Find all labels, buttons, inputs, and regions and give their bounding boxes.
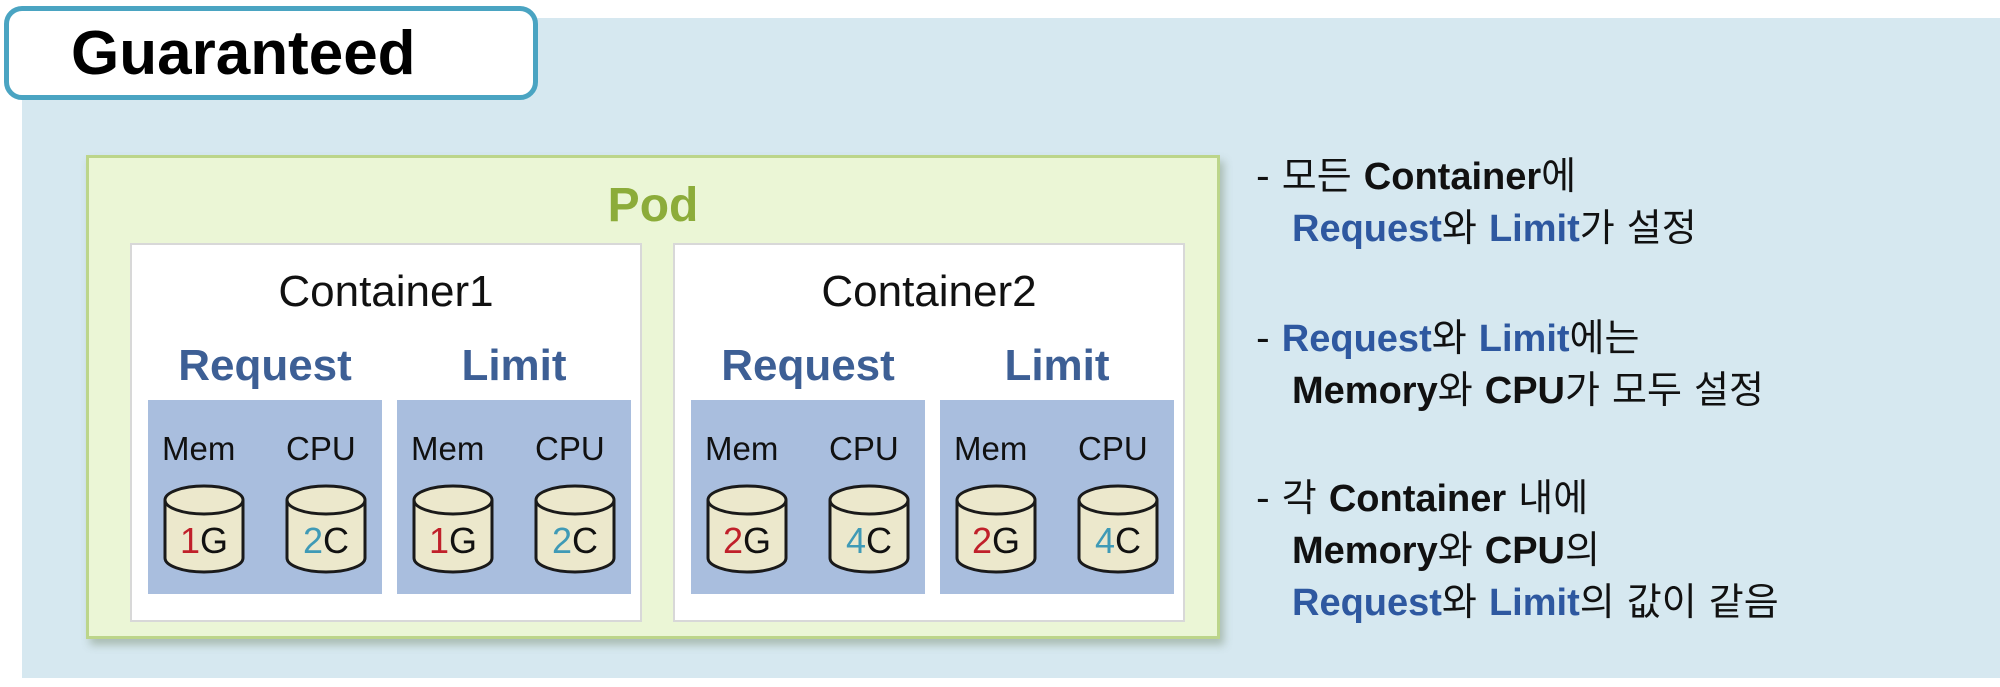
container-name: Container2 xyxy=(821,267,1037,316)
mem-value: 1 xyxy=(428,520,449,561)
mem-label: Mem xyxy=(954,430,1028,467)
cpu-value: 4 xyxy=(1094,520,1116,561)
cpu-value: 2 xyxy=(302,520,324,561)
note-text: 와 xyxy=(1441,206,1489,250)
request-label: Request xyxy=(721,341,895,390)
note-text: 의 값이 같음 xyxy=(1579,580,1779,624)
note-text: 가 설정 xyxy=(1579,206,1697,250)
note-term: CPU xyxy=(1484,530,1565,572)
request-resources: Mem CPU 2G 4C xyxy=(691,400,925,594)
cpu-cylinder-icon: 2C xyxy=(284,483,368,575)
limit-label: Limit xyxy=(461,341,567,390)
note-item: - 각 Container 내에 Memory와 CPU의 Request와 L… xyxy=(1256,472,1779,628)
note-term: Memory xyxy=(1292,370,1438,412)
note-text: 각 xyxy=(1281,476,1329,520)
cpu-label: CPU xyxy=(1078,430,1148,467)
container-box-1: Container1 Request Limit Mem CPU 1G 2C M… xyxy=(130,243,642,622)
note-term: Container xyxy=(1363,156,1542,198)
limit-resources: Mem CPU 2G 4C xyxy=(940,400,1174,594)
mem-value: 1 xyxy=(179,520,200,561)
note-item: - 모든 Container에 Request와 Limit가 설정 xyxy=(1256,150,1697,254)
cpu-label: CPU xyxy=(535,430,605,467)
mem-unit: G xyxy=(743,520,772,561)
cpu-cylinder-icon: 2C xyxy=(533,483,617,575)
memory-cylinder-icon: 1G xyxy=(162,483,246,575)
mem-label: Mem xyxy=(705,430,779,467)
note-term: Memory xyxy=(1292,530,1438,572)
request-resources: Mem CPU 1G 2C xyxy=(148,400,382,594)
mem-unit: G xyxy=(449,520,478,561)
container-box-2: Container2 Request Limit Mem CPU 2G 4C M… xyxy=(673,243,1185,622)
note-term: Request xyxy=(1292,582,1442,624)
note-text: 에 xyxy=(1541,154,1577,198)
cpu-value: 4 xyxy=(845,520,867,561)
note-text: 모든 xyxy=(1281,154,1364,198)
note-text: 와 xyxy=(1441,580,1489,624)
pod-label: Pod xyxy=(607,179,699,232)
note-term: Request xyxy=(1281,318,1432,360)
mem-unit: G xyxy=(992,520,1021,561)
mem-unit: G xyxy=(200,520,229,561)
cpu-unit: C xyxy=(866,520,893,561)
note-term: Request xyxy=(1292,208,1442,250)
cpu-unit: C xyxy=(1115,520,1142,561)
request-label: Request xyxy=(178,341,352,390)
note-text: 에는 xyxy=(1569,316,1640,360)
container-name: Container1 xyxy=(278,267,494,316)
memory-cylinder-icon: 1G xyxy=(411,483,495,575)
note-term: Container xyxy=(1328,478,1507,520)
note-term: Limit xyxy=(1488,208,1580,250)
cpu-label: CPU xyxy=(829,430,899,467)
cpu-unit: C xyxy=(572,520,599,561)
mem-value: 2 xyxy=(971,520,992,561)
note-text: 내에 xyxy=(1506,476,1589,520)
limit-resources: Mem CPU 1G 2C xyxy=(397,400,631,594)
limit-label: Limit xyxy=(1004,341,1110,390)
memory-cylinder-icon: 2G xyxy=(705,483,789,575)
mem-label: Mem xyxy=(162,430,236,467)
pod-box: Pod Container1 Request Limit Mem CPU 1G … xyxy=(86,155,1220,639)
cpu-cylinder-icon: 4C xyxy=(827,483,911,575)
title-text: Guaranteed xyxy=(71,18,416,88)
note-text: 의 xyxy=(1565,528,1600,572)
cpu-cylinder-icon: 4C xyxy=(1076,483,1160,575)
memory-cylinder-icon: 2G xyxy=(954,483,1038,575)
note-item: - Request와 Limit에는 Memory와 CPU가 모두 설정 xyxy=(1256,312,1764,416)
cpu-value: 2 xyxy=(551,520,573,561)
note-text: 와 xyxy=(1437,368,1485,412)
note-text: 와 xyxy=(1431,316,1479,360)
note-term: Limit xyxy=(1488,582,1580,624)
note-text: 와 xyxy=(1437,528,1485,572)
note-term: Limit xyxy=(1478,318,1570,360)
cpu-unit: C xyxy=(323,520,350,561)
mem-value: 2 xyxy=(722,520,743,561)
note-dash: - xyxy=(1256,316,1282,360)
cpu-label: CPU xyxy=(286,430,356,467)
note-text: 가 모두 설정 xyxy=(1565,368,1764,412)
title-badge: Guaranteed xyxy=(4,6,538,100)
mem-label: Mem xyxy=(411,430,485,467)
note-dash: - xyxy=(1256,476,1282,520)
note-term: CPU xyxy=(1484,370,1565,412)
note-dash: - xyxy=(1256,154,1282,198)
